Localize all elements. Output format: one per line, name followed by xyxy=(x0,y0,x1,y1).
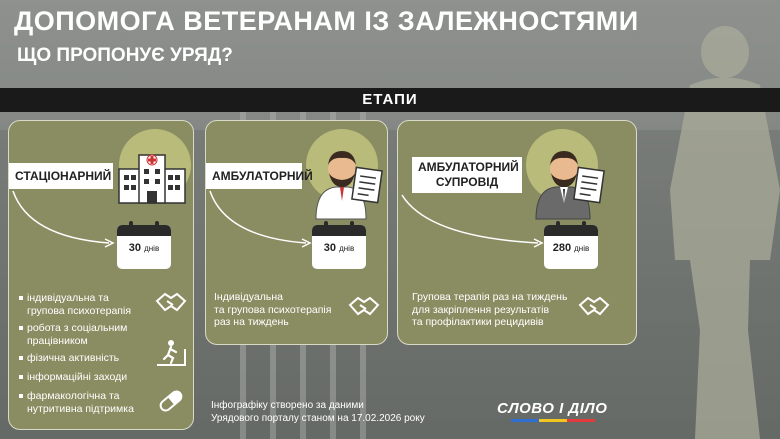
arrow-connector xyxy=(209,190,312,248)
pill-icon xyxy=(159,390,183,412)
stages-label: ЕТАПИ xyxy=(362,91,418,108)
calendar-icon: 280 днів xyxy=(544,221,598,269)
treadmill-icon xyxy=(157,340,186,366)
handshake-icon xyxy=(578,296,610,316)
list-item: фізична активність xyxy=(18,352,120,364)
doctor-icon xyxy=(315,151,383,220)
arrow-connector xyxy=(12,190,115,248)
stage-label: СТАЦІОНАРНИЙ xyxy=(9,163,113,189)
counselor-icon xyxy=(535,151,605,220)
hospital-icon xyxy=(118,154,186,204)
page-title: ДОПОМОГА ВЕТЕРАНАМ ІЗ ЗАЛЕЖНОСТЯМИ xyxy=(14,6,639,36)
stages-bar: ЕТАПИ xyxy=(0,88,780,112)
page-subtitle: ЩО ПРОПОНУЄ УРЯД? xyxy=(17,45,233,66)
calendar-icon: 30 днів xyxy=(117,221,171,269)
duration-value: 280 днів xyxy=(552,242,590,254)
handshake-icon xyxy=(155,292,187,312)
duration-value: 30 днів xyxy=(323,242,355,254)
soldier-silhouette xyxy=(670,26,780,439)
list-item: інформаційні заходи xyxy=(18,371,128,383)
logo-stripe xyxy=(511,419,595,422)
logo: СЛОВО І ДІЛО xyxy=(497,400,609,422)
calendar-icon: 30 днів xyxy=(312,221,366,269)
duration-value: 30 днів xyxy=(128,242,160,254)
handshake-icon xyxy=(348,296,380,316)
stage-label: АМБУЛАТОРНИЙ xyxy=(206,163,313,189)
logo-text: СЛОВО І ДІЛО xyxy=(497,400,608,417)
arrow-connector xyxy=(401,194,544,248)
